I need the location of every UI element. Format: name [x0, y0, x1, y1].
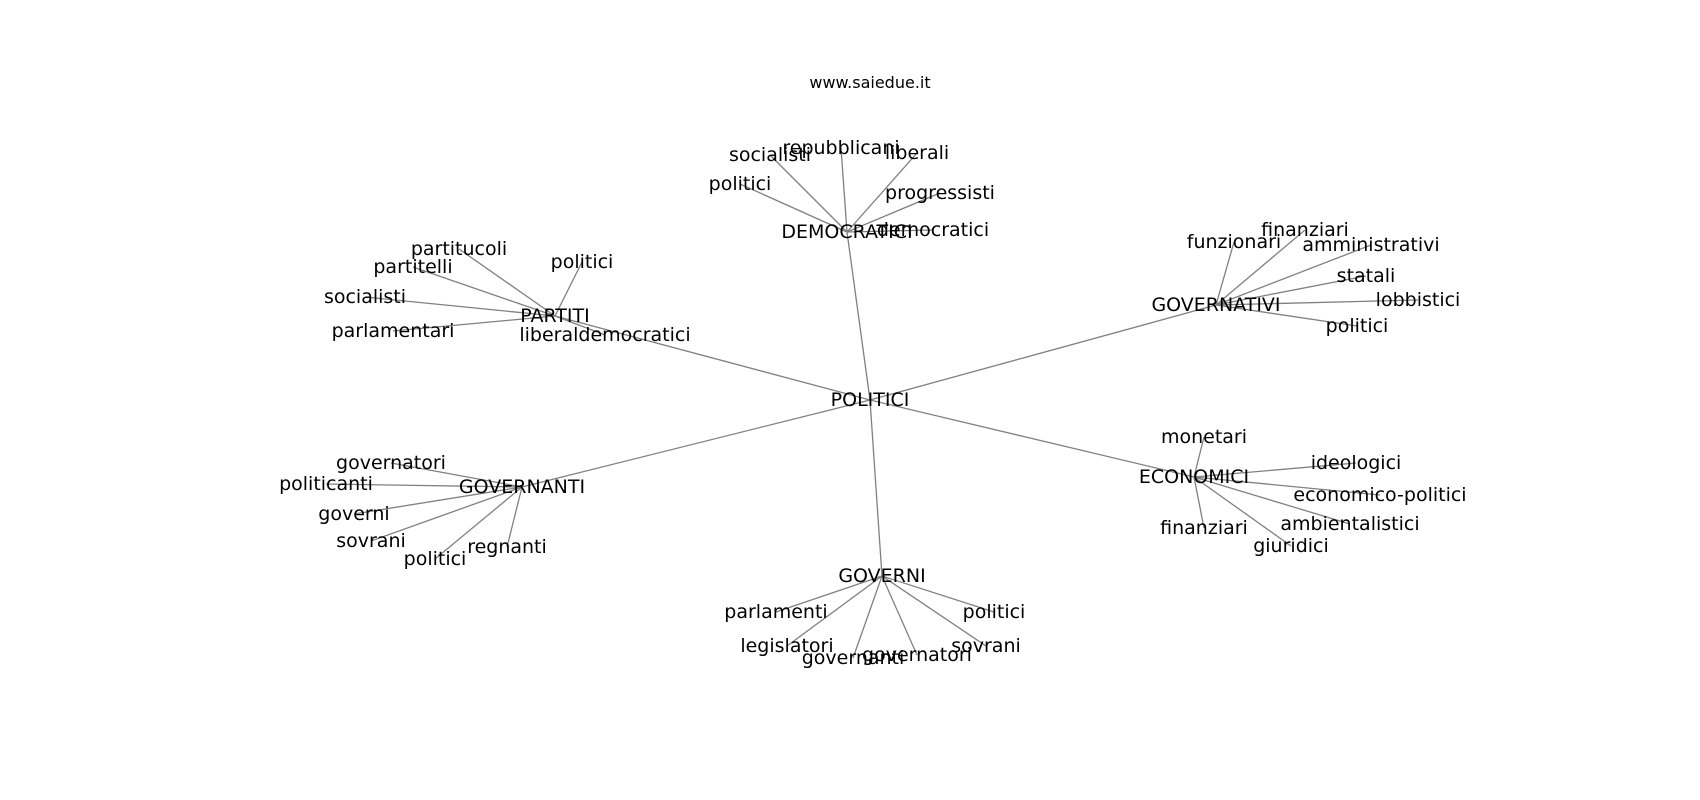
- hub-leaf-edge: [846, 229, 934, 233]
- hub-leaf-edge: [1193, 476, 1292, 547]
- leaf-node-label: politici: [709, 173, 772, 195]
- hub-leaf-edge: [1215, 241, 1235, 306]
- hub-leaf-edge: [1215, 244, 1372, 306]
- leaf-node-label: liberali: [885, 142, 949, 164]
- leaf-node-label: monetari: [1161, 426, 1247, 448]
- leaf-node-label: partitelli: [373, 256, 452, 278]
- hub-leaf-edge: [881, 575, 987, 647]
- hub-leaf-edge: [1193, 476, 1381, 496]
- hub-leaf-edge: [506, 486, 523, 548]
- leaf-node-label: regnanti: [467, 536, 547, 558]
- hub-leaf-edge: [1193, 476, 1351, 525]
- root-hub-edge: [554, 315, 871, 401]
- leaf-node-label: progressisti: [885, 182, 995, 204]
- leaf-node-label: giuridici: [1253, 535, 1329, 557]
- leaf-node-label: legislatori: [740, 635, 833, 657]
- root-hub-edge: [521, 399, 871, 488]
- leaf-node-label: statali: [1337, 265, 1396, 287]
- hub-leaf-edge: [881, 575, 995, 613]
- leaf-node-label: amministrativi: [1302, 234, 1439, 256]
- edges-layer: [325, 147, 1419, 659]
- hub-leaf-edge: [554, 315, 606, 336]
- hub-leaf-edge: [769, 154, 848, 233]
- hub-leaf-edge: [1215, 229, 1306, 306]
- leaf-node-label: governatori: [336, 452, 446, 474]
- hub-leaf-edge: [775, 575, 883, 613]
- leaf-node-label: lobbistici: [1376, 289, 1461, 311]
- leaf-node-label: partitucoli: [411, 238, 507, 260]
- hub-leaf-edge: [364, 296, 556, 317]
- leaf-node-label: funzionari: [1187, 231, 1281, 253]
- leaf-node-label: repubblicani: [782, 137, 899, 159]
- hub-leaf-edge: [1193, 462, 1357, 478]
- site-label: www.saiedue.it: [809, 73, 930, 92]
- leaf-node-label: finanziari: [1160, 517, 1248, 539]
- hub-node-label: DEMOCRATICI: [781, 221, 912, 243]
- leaf-node-label: governanti: [802, 647, 905, 669]
- leaf-node-label: socialisti: [729, 144, 811, 166]
- leaf-node-label: politici: [404, 548, 467, 570]
- hub-leaf-edge: [1193, 436, 1205, 478]
- hub-leaf-edge: [434, 486, 523, 560]
- hub-leaf-edge: [846, 152, 918, 233]
- leaf-node-label: politici: [1326, 315, 1389, 337]
- leaf-node-label: ambientalistici: [1280, 513, 1419, 535]
- hub-leaf-edge: [739, 183, 848, 233]
- leaf-node-label: politicanti: [279, 473, 373, 495]
- hub-node-label: PARTITI: [520, 305, 589, 327]
- hub-node-label: GOVERNI: [838, 565, 925, 587]
- root-hub-edge: [846, 231, 871, 401]
- root-hub-edge: [869, 399, 883, 577]
- root-hub-edge: [869, 304, 1217, 401]
- leaf-node-label: sovrani: [336, 530, 406, 552]
- hub-node-label: ECONOMICI: [1139, 466, 1249, 488]
- hub-leaf-edge: [353, 486, 523, 515]
- hub-leaf-edge: [554, 261, 583, 317]
- hub-leaf-edge: [1215, 299, 1419, 306]
- leaf-node-label: economico-politici: [1293, 484, 1466, 506]
- leaf-node-label: finanziari: [1261, 219, 1349, 241]
- hub-leaf-edge: [392, 315, 556, 332]
- root-node-label: POLITICI: [831, 389, 910, 411]
- leaf-node-label: politici: [551, 251, 614, 273]
- hub-leaf-edge: [846, 192, 941, 233]
- hub-leaf-edge: [1215, 275, 1367, 306]
- hub-leaf-edge: [1193, 476, 1205, 529]
- hub-node-label: GOVERNANTI: [459, 476, 585, 498]
- leaf-node-label: politici: [963, 601, 1026, 623]
- leaf-node-label: sovrani: [951, 635, 1021, 657]
- hub-leaf-edge: [1215, 304, 1358, 327]
- hub-leaf-edge: [852, 575, 883, 659]
- hub-leaf-edge: [881, 575, 918, 656]
- hub-leaf-edge: [458, 248, 556, 317]
- hub-node-label: GOVERNATIVI: [1151, 294, 1280, 316]
- hub-leaf-edge: [412, 266, 556, 317]
- leaf-node-label: liberaldemocratici: [519, 324, 690, 346]
- leaf-node-label: parlamentari: [332, 320, 455, 342]
- leaf-node-label: governatori: [862, 644, 972, 666]
- hub-leaf-edge: [370, 486, 523, 542]
- leaf-node-label: ideologici: [1311, 452, 1402, 474]
- hub-leaf-edge: [786, 575, 883, 647]
- labels-layer: socialistirepubblicaniliberaliprogressis…: [279, 137, 1467, 669]
- root-hub-edge: [869, 399, 1195, 478]
- leaf-node-label: socialisti: [324, 286, 406, 308]
- hub-leaf-edge: [840, 147, 848, 233]
- hub-leaf-edge: [390, 462, 523, 488]
- hub-leaf-edge: [325, 483, 523, 488]
- leaf-node-label: democratici: [877, 219, 989, 241]
- leaf-node-label: parlamenti: [724, 601, 827, 623]
- leaf-node-label: governi: [318, 503, 389, 525]
